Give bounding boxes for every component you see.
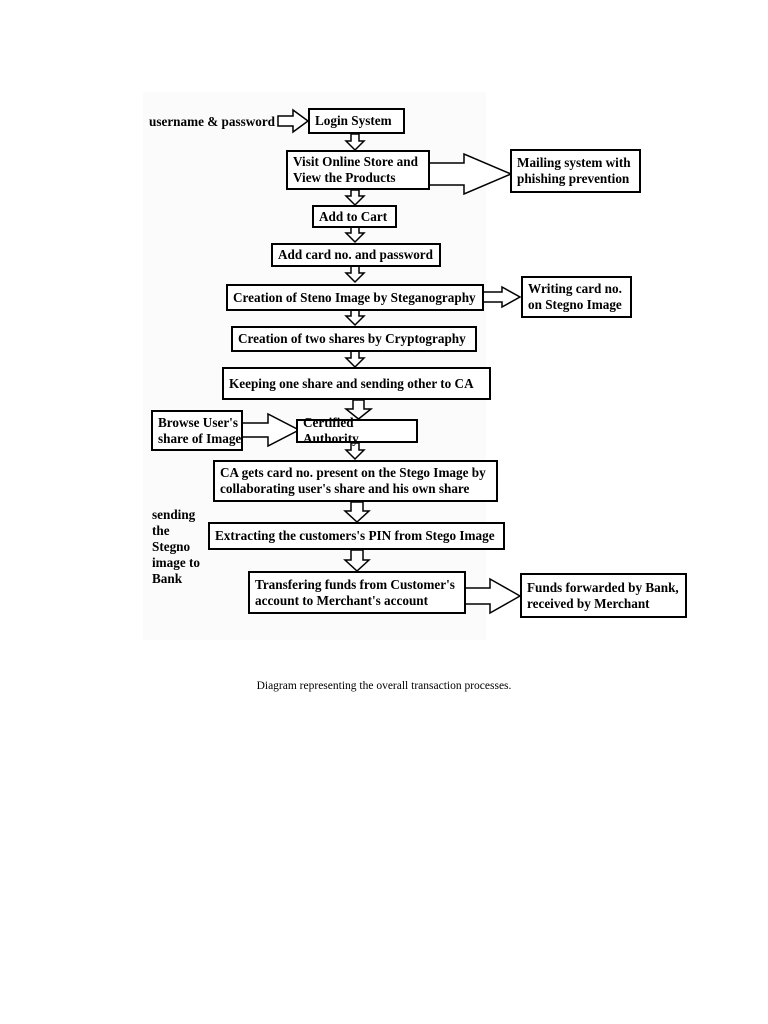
box-writing-card-no: Writing card no. on Stegno Image (521, 276, 632, 318)
steno-image-text: Creation of Steno Image by Steganography (233, 289, 476, 305)
side-note-line-4: image to (152, 555, 200, 570)
arrow-login-to-visit (344, 133, 366, 152)
box-mailing-system: Mailing system with phishing prevention (510, 149, 641, 193)
box-funds-forwarded: Funds forwarded by Bank, received by Mer… (520, 573, 687, 618)
box-add-to-cart: Add to Cart (312, 205, 397, 228)
box-creation-steno-image: Creation of Steno Image by Steganography (226, 284, 484, 311)
funds-forwarded-line-2: received by Merchant (527, 595, 650, 611)
add-to-cart-text: Add to Cart (319, 208, 388, 224)
arrow-shares-to-keeping (344, 350, 366, 369)
writing-card-line-1: Writing card no. (528, 281, 622, 296)
arrow-steno-to-shares (344, 309, 366, 327)
side-note-line-1: sending (152, 507, 196, 522)
visit-store-line-1: Visit Online Store and (293, 154, 418, 169)
box-creation-two-shares: Creation of two shares by Cryptography (231, 326, 477, 352)
diagram-caption: Diagram representing the overall transac… (256, 680, 512, 692)
ca-gets-line-1: CA gets card no. present on the Stego Im… (220, 465, 486, 480)
arrow-visit-to-cart (344, 189, 366, 207)
side-note-line-5: Bank (152, 571, 183, 586)
transfer-line-2: account to Merchant's account (255, 592, 429, 608)
ca-gets-line-2: collaborating user's share and his own s… (220, 481, 470, 496)
box-extracting-pin: Extracting the customers's PIN from Steg… (208, 522, 505, 550)
writing-card-line-2: on Stegno Image (528, 297, 622, 312)
arrow-transfer-to-funds (464, 577, 522, 615)
arrow-steno-to-writing (482, 285, 522, 309)
arrow-browse-to-ca (241, 412, 301, 448)
two-shares-text: Creation of two shares by Cryptography (238, 331, 466, 346)
add-card-text: Add card no. and password (278, 247, 433, 262)
box-login-system: Login System (308, 108, 405, 134)
box-ca-gets-card-no: CA gets card no. present on the Stego Im… (213, 460, 498, 502)
arrow-visit-to-mailing (428, 152, 513, 196)
extracting-pin-text: Extracting the customers's PIN from Steg… (215, 528, 495, 543)
box-transfering-funds: Transfering funds from Customer's accoun… (248, 571, 466, 614)
box-certified-authority: Certified Authority (296, 415, 418, 446)
arrow-extract-to-transfer (343, 549, 371, 573)
box-browse-user-share: Browse User's share of Image (151, 410, 243, 451)
box-keeping-one-share: Keeping one share and sending other to C… (222, 367, 491, 400)
keeping-share-text: Keeping one share and sending other to C… (229, 375, 474, 391)
mailing-line-2: phishing prevention (517, 171, 630, 186)
arrow-cagets-to-extract (343, 501, 371, 524)
side-note-line-2: the (152, 523, 170, 538)
arrow-card-to-steno (344, 265, 366, 284)
box-visit-online-store: Visit Online Store and View the Products (286, 150, 430, 190)
certified-authority-text: Certified Authority (303, 415, 359, 446)
box-add-card-no: Add card no. and password (271, 243, 441, 267)
transfer-line-1: Transfering funds from Customer's (255, 576, 455, 592)
side-note-sending-to-bank: sending the Stegno image to Bank (152, 507, 200, 587)
arrow-ca-to-cagets (344, 442, 366, 461)
side-note-line-3: Stegno (152, 539, 191, 554)
login-system-text: Login System (315, 113, 392, 128)
browse-share-line-1: Browse User's (158, 414, 238, 430)
browse-share-line-2: share of Image (158, 430, 242, 446)
visit-store-line-2: View the Products (293, 170, 396, 185)
mailing-line-1: Mailing system with (517, 155, 631, 170)
funds-forwarded-line-1: Funds forwarded by Bank, (527, 579, 679, 595)
arrow-cart-to-card (344, 226, 366, 244)
arrow-keeping-to-ca (343, 399, 374, 420)
arrow-input-to-login (277, 108, 310, 134)
input-label-username-password: username & password (149, 114, 276, 129)
